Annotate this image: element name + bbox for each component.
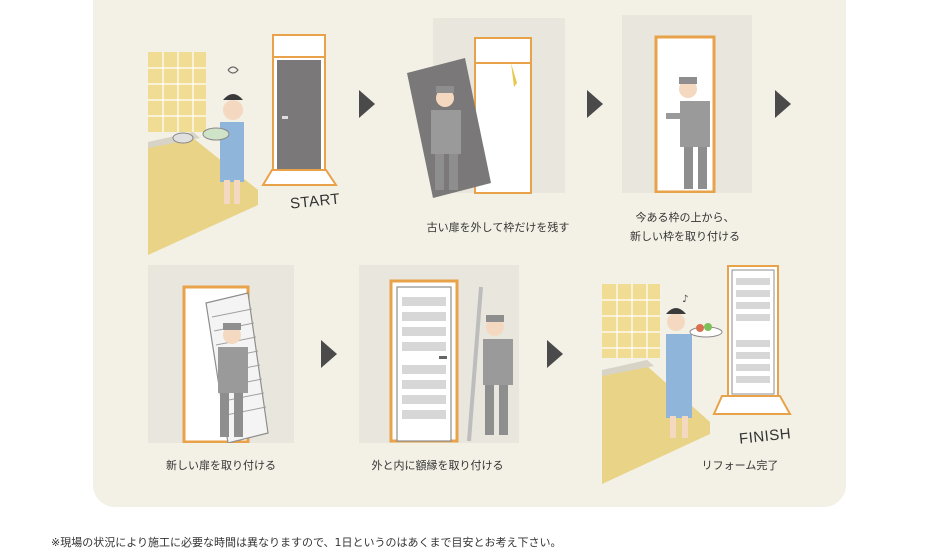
step-4-illustration [148,265,294,443]
kitchen-new-door-scene: ♪ [602,265,792,484]
step-5-caption: 外と内に額縁を取り付ける [371,459,504,472]
step-3-caption: 今ある枠の上から、 新しい枠を取り付ける [620,208,750,246]
step-6-caption: リフォーム完了 [701,459,779,472]
step-6-illustration: ♪ [602,262,798,484]
arrow-icon [321,340,337,368]
step-3-illustration [622,15,752,193]
arrow-icon [547,340,563,368]
footnote: ※現場の状況により施工に必要な時間は異なりますので、1日というのはあくまで目安と… [51,536,562,549]
step-5-illustration [359,265,519,443]
remove-door-scene [407,18,565,198]
step-3-caption-line-1: 今ある枠の上から、 [635,211,735,224]
step-1-illustration [148,30,348,255]
install-door-scene [148,265,294,443]
step-3-caption-line-2: 新しい枠を取り付ける [630,230,740,243]
arrow-icon [587,90,603,118]
install-trim-scene [359,265,519,443]
arrow-icon [775,90,791,118]
kitchen-old-door-scene [148,34,338,255]
install-frame-scene [622,15,752,193]
step-2-illustration [403,18,565,198]
arrow-icon [359,90,375,118]
step-2-caption: 古い扉を外して枠だけを残す [426,221,570,234]
svg-text:♪: ♪ [682,294,688,305]
step-4-caption: 新しい扉を取り付ける [166,459,276,472]
